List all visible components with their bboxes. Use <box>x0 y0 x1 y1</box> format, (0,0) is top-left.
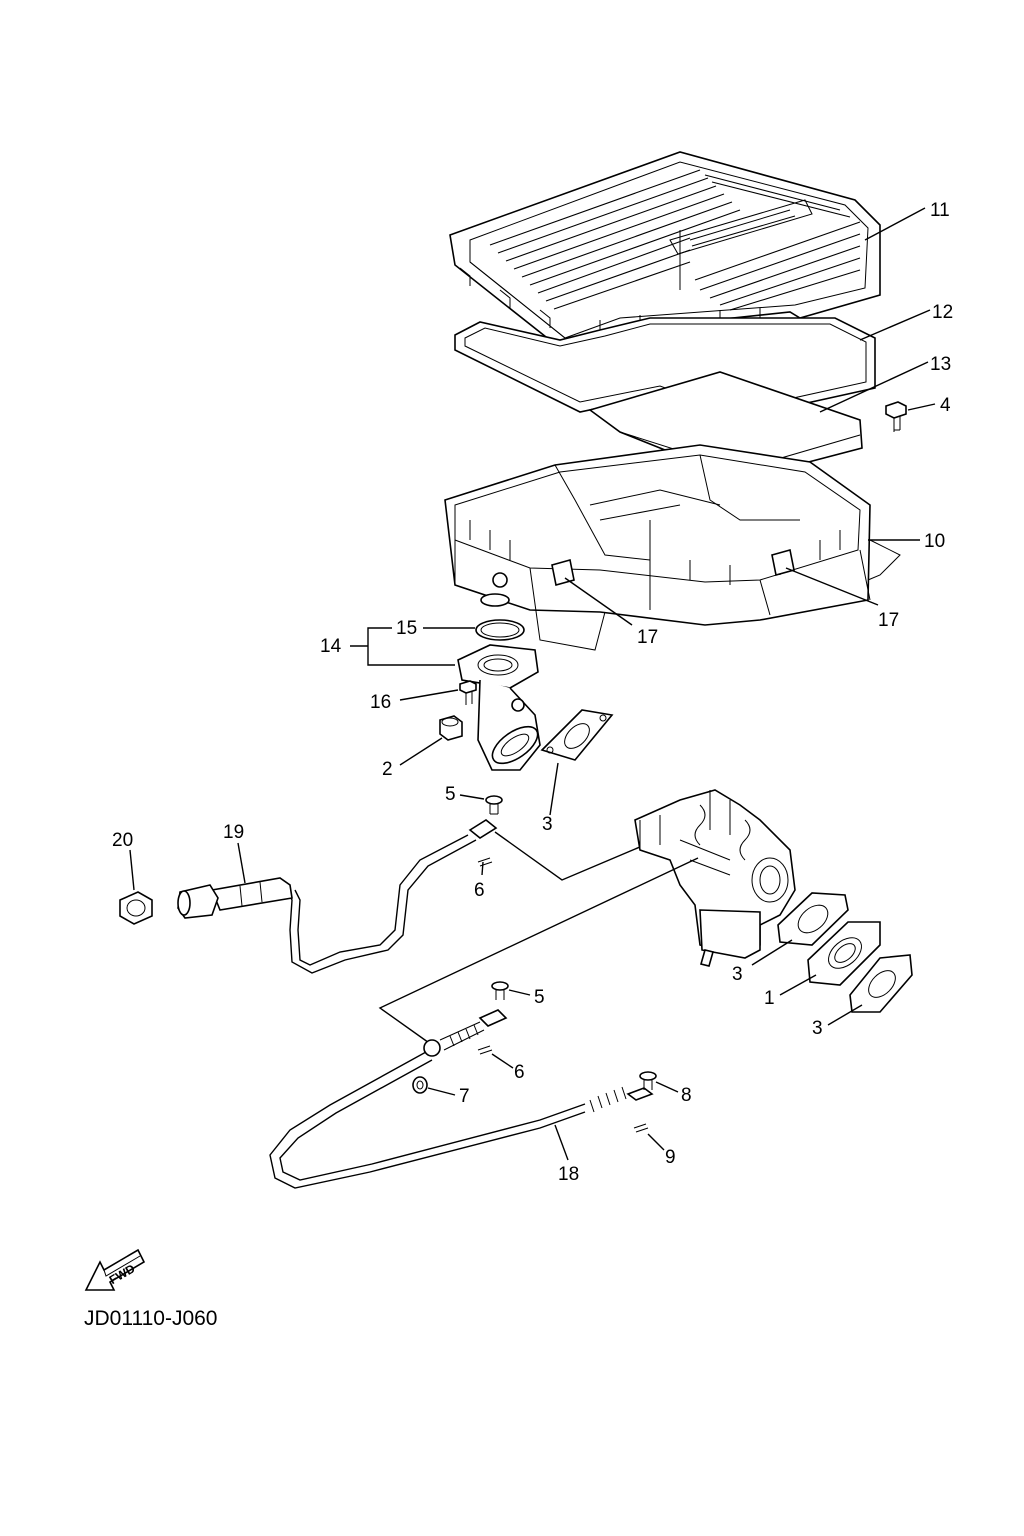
callout-14: 14 <box>320 636 342 657</box>
clip-9 <box>633 1123 649 1133</box>
air-filter-cover <box>449 151 881 353</box>
nut-20 <box>119 891 153 925</box>
callout-1: 1 <box>764 988 775 1009</box>
drawing-code: JD01110-J060 <box>84 1307 217 1330</box>
insulator <box>807 921 881 986</box>
callout-3-right-lower: 3 <box>812 1018 823 1039</box>
callout-8: 8 <box>681 1085 692 1106</box>
air-filter-case <box>444 444 901 651</box>
joint-assembly <box>457 644 541 771</box>
clip-6-lower <box>477 1045 493 1055</box>
callout-16: 16 <box>370 692 391 713</box>
clamp-7 <box>412 1076 428 1094</box>
screw-8 <box>639 1071 657 1090</box>
callout-6-upper: 6 <box>474 880 485 901</box>
collar <box>439 715 463 741</box>
callout-17-right: 17 <box>878 610 899 631</box>
callout-20: 20 <box>112 830 133 851</box>
callout-19: 19 <box>223 822 244 843</box>
fwd-arrow-icon: FWD <box>84 1248 146 1291</box>
carburetor <box>634 789 796 967</box>
callout-7: 7 <box>459 1086 470 1107</box>
callout-13: 13 <box>930 354 951 375</box>
clip-6-upper <box>477 857 493 867</box>
callout-18: 18 <box>558 1164 579 1185</box>
callout-2: 2 <box>382 759 393 780</box>
callout-10: 10 <box>924 531 945 552</box>
callout-4: 4 <box>940 395 951 416</box>
callout-12: 12 <box>932 302 953 323</box>
callout-5-lower: 5 <box>534 987 545 1008</box>
throttle-cable <box>269 1009 654 1189</box>
callout-17-left: 17 <box>637 627 658 648</box>
screw-5-upper <box>485 795 503 815</box>
callout-3-upper: 3 <box>542 814 553 835</box>
gasket-upper <box>540 709 614 761</box>
callout-3-right-upper: 3 <box>732 964 743 985</box>
screw-5-lower <box>491 981 509 1000</box>
bolt-16 <box>459 680 477 705</box>
callout-15: 15 <box>396 618 417 639</box>
callout-9: 9 <box>665 1147 676 1168</box>
choke-cable <box>177 819 498 974</box>
screw-4 <box>885 401 907 432</box>
gasket-right-1 <box>777 892 849 946</box>
callout-11: 11 <box>930 200 950 221</box>
o-ring <box>475 619 525 641</box>
callout-5-upper: 5 <box>445 784 456 805</box>
callout-6-lower: 6 <box>514 1062 525 1083</box>
gasket-right-2 <box>849 954 913 1013</box>
